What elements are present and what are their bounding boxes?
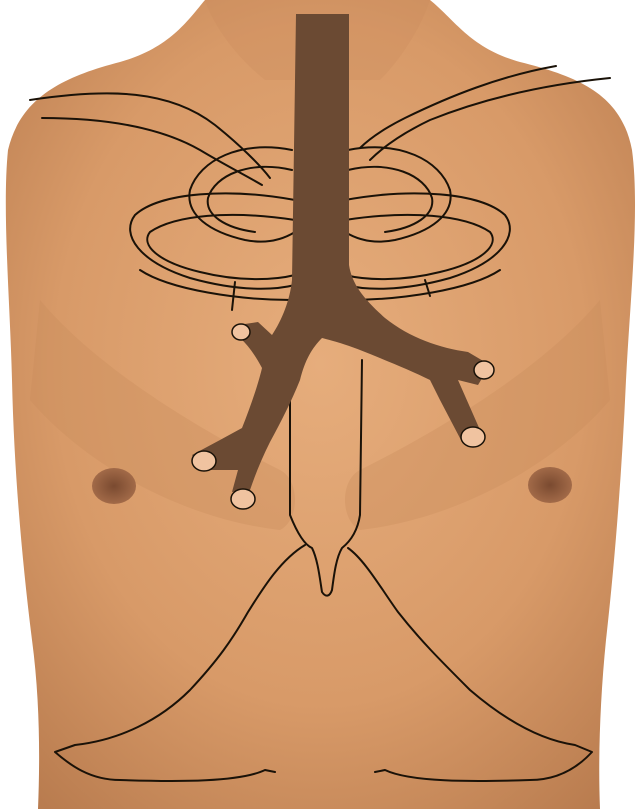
nipple-left <box>92 468 136 504</box>
bronchus-opening-left-upper <box>232 324 250 340</box>
nipple-right <box>528 467 572 503</box>
bronchus-opening-left-mid <box>192 451 216 471</box>
bronchus-opening-right-upper <box>474 361 494 379</box>
bronchus-opening-right-lower <box>461 427 485 447</box>
bronchus-opening-left-lower <box>231 489 255 509</box>
